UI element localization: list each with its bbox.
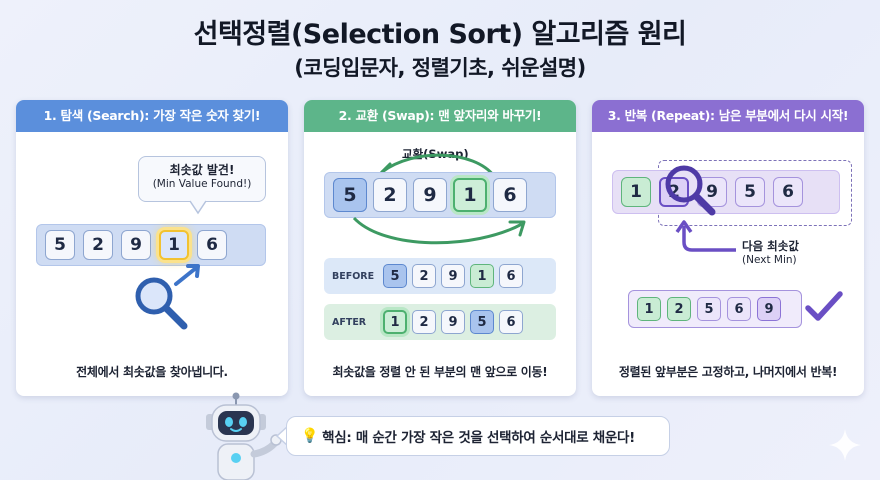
sorted-cell: 5 [697,297,721,321]
min-value-cell: 1 [453,178,487,212]
after-cell: 2 [412,310,436,334]
before-cell: 9 [441,264,465,288]
callout-korean: 최솟값 발견! [169,163,235,177]
sorted-cell: 2 [667,297,691,321]
sorted-result-array: 1 2 5 6 9 [628,290,802,328]
sorted-cell: 1 [637,297,661,321]
before-cell: 6 [499,264,523,288]
swap-bottom-arrow [352,216,526,245]
array-cell: 9 [413,178,447,212]
after-cell: 9 [441,310,465,334]
after-cell: 6 [499,310,523,334]
after-row: AFTER 1 2 9 5 6 [324,304,556,340]
key-point-text: 핵심: 매 순간 가장 작은 것을 선택하여 순서대로 채운다! [322,430,635,446]
before-row: BEFORE 5 2 9 1 6 [324,258,556,294]
swap-panel: 2. 교환 (Swap): 맨 앞자리와 바꾸기! 교환(Swap) 5 2 9… [304,100,576,396]
before-cell: 1 [470,264,494,288]
key-point-bubble: 💡 핵심: 매 순간 가장 작은 것을 선택하여 순서대로 채운다! [286,416,670,456]
callout-tail [189,200,207,215]
next-min-label-en: (Next Min) [742,254,797,266]
search-panel: 1. 탐색 (Search): 가장 작은 숫자 찾기! 최솟값 발견! (Mi… [16,100,288,396]
array-cell: 5 [735,177,765,207]
min-value-cell: 1 [159,230,189,260]
repeat-panel: 3. 반복 (Repeat): 남은 부분에서 다시 시작! 1 2 9 5 6… [592,100,864,396]
sorted-cell: 1 [621,177,651,207]
array-cell: 2 [373,178,407,212]
magnifier-icon [665,165,716,216]
before-cell: 5 [383,264,407,288]
repeat-caption: 정렬된 앞부분은 고정하고, 나머지에서 반복! [618,365,838,379]
before-cell: 2 [412,264,436,288]
sparkle-icon [829,429,861,461]
swap-panel-heading: 2. 교환 (Swap): 맨 앞자리와 바꾸기! [304,100,576,132]
magnifier-icon [135,264,200,330]
repeat-array: 1 2 9 5 6 [612,170,840,214]
sorted-cell: 6 [727,297,751,321]
after-label: AFTER [332,316,367,328]
swap-caption: 최솟값을 정렬 안 된 부분의 맨 앞으로 이동! [332,365,548,379]
array-cell: 6 [493,178,527,212]
before-label: BEFORE [332,270,375,282]
search-array: 5 2 9 1 6 [36,224,266,266]
search-caption: 전체에서 최솟값을 찾아냅니다. [76,365,228,379]
array-cell: 9 [121,230,151,260]
checkmark-icon [805,291,843,321]
next-min-arrow [675,220,736,252]
next-min-label-ko: 다음 최솟값 [742,239,799,253]
robot-mascot-icon [206,392,282,480]
page-subtitle: (코딩입문자, 정렬기초, 쉬운설명) [294,56,586,80]
footer-bubble-tail [275,425,289,447]
array-cell: 6 [773,177,803,207]
array-cell: 6 [197,230,227,260]
swap-array: 5 2 9 1 6 [324,172,556,218]
lightbulb-icon: 💡 [301,428,319,444]
array-cell: 5 [45,230,75,260]
repeat-panel-heading: 3. 반복 (Repeat): 남은 부분에서 다시 시작! [592,100,864,132]
array-cell: 2 [83,230,113,260]
min-found-callout: 최솟값 발견! (Min Value Found!) [138,156,266,202]
after-cell: 1 [383,310,407,334]
page-title: 선택정렬(Selection Sort) 알고리즘 원리 [193,19,687,50]
after-cell: 5 [470,310,494,334]
search-panel-heading: 1. 탐색 (Search): 가장 작은 숫자 찾기! [16,100,288,132]
sorted-cell: 9 [757,297,781,321]
callout-english: (Min Value Found!) [152,178,252,190]
first-position-cell: 5 [333,178,367,212]
